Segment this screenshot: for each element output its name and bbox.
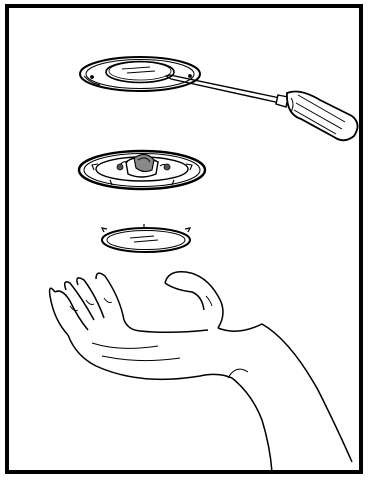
hand-icon (50, 272, 352, 472)
border (7, 6, 361, 472)
screwdriver-icon (166, 75, 358, 140)
lens-cover-icon (80, 57, 200, 91)
lamp-housing-icon (79, 151, 205, 189)
lens-ring-icon (102, 224, 190, 252)
